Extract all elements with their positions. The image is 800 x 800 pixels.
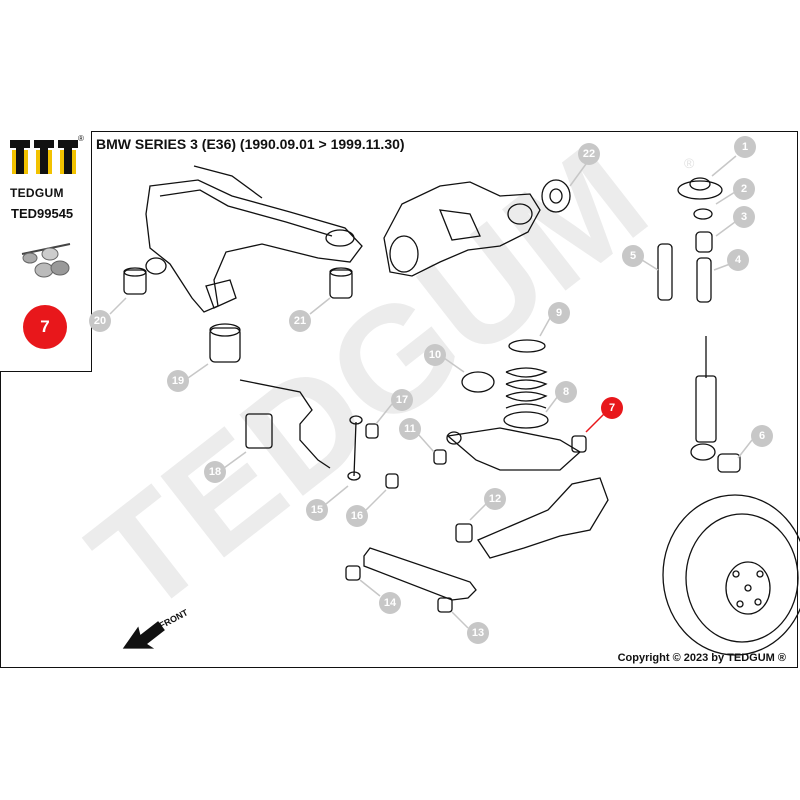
small-bushings-drawing xyxy=(345,423,587,613)
bearing-drawing-22 xyxy=(541,179,571,213)
subframe-drawing xyxy=(145,165,363,313)
front-arrow-icon xyxy=(122,621,165,649)
tedgum-logo xyxy=(10,140,78,174)
callout-8[interactable]: 8 xyxy=(555,381,577,403)
differential-drawing xyxy=(383,181,541,277)
callout-18[interactable]: 18 xyxy=(204,461,226,483)
strut-mount-drawing xyxy=(677,177,723,253)
callout-17[interactable]: 17 xyxy=(391,389,413,411)
callout-11[interactable]: 11 xyxy=(399,418,421,440)
copyright-notice: Copyright © 2023 by TEDGUM ® xyxy=(617,652,786,664)
callout-7[interactable]: 7 xyxy=(601,397,623,419)
callout-1[interactable]: 1 xyxy=(734,136,756,158)
brand-name: TEDGUM xyxy=(10,186,64,200)
callout-16[interactable]: 16 xyxy=(346,505,368,527)
callout-9[interactable]: 9 xyxy=(548,302,570,324)
callout-19[interactable]: 19 xyxy=(167,370,189,392)
bump-stop-drawing xyxy=(657,243,712,303)
callout-2[interactable]: 2 xyxy=(733,178,755,200)
callout-6[interactable]: 6 xyxy=(751,425,773,447)
callout-14[interactable]: 14 xyxy=(379,592,401,614)
callout-20[interactable]: 20 xyxy=(89,310,111,332)
callout-10[interactable]: 10 xyxy=(424,344,446,366)
wheel-drawing xyxy=(662,494,800,656)
control-arm-drawing xyxy=(446,427,582,471)
trailing-arm-drawing xyxy=(477,477,609,559)
callout-22[interactable]: 22 xyxy=(578,143,600,165)
product-thumbnail xyxy=(21,243,71,278)
page-title: BMW SERIES 3 (E36) (1990.09.01 > 1999.11… xyxy=(96,136,405,152)
spring-drawing xyxy=(461,339,549,429)
highlighted-part-badge: 7 xyxy=(23,305,67,349)
lateral-link-drawing xyxy=(363,547,477,601)
callout-21[interactable]: 21 xyxy=(289,310,311,332)
callout-5[interactable]: 5 xyxy=(622,245,644,267)
bushing-drawing-19 xyxy=(209,323,241,363)
callout-13[interactable]: 13 xyxy=(467,622,489,644)
callout-12[interactable]: 12 xyxy=(484,488,506,510)
part-number: TED99545 xyxy=(11,206,74,221)
bushing-drawing-20 xyxy=(123,267,147,295)
callout-4[interactable]: 4 xyxy=(727,249,749,271)
stabilizer-bar-drawing xyxy=(239,379,363,481)
logo-registered: ® xyxy=(78,134,84,143)
bushing-drawing-21 xyxy=(329,267,353,299)
shock-absorber-drawing xyxy=(690,336,741,473)
callout-3[interactable]: 3 xyxy=(733,206,755,228)
callout-15[interactable]: 15 xyxy=(306,499,328,521)
